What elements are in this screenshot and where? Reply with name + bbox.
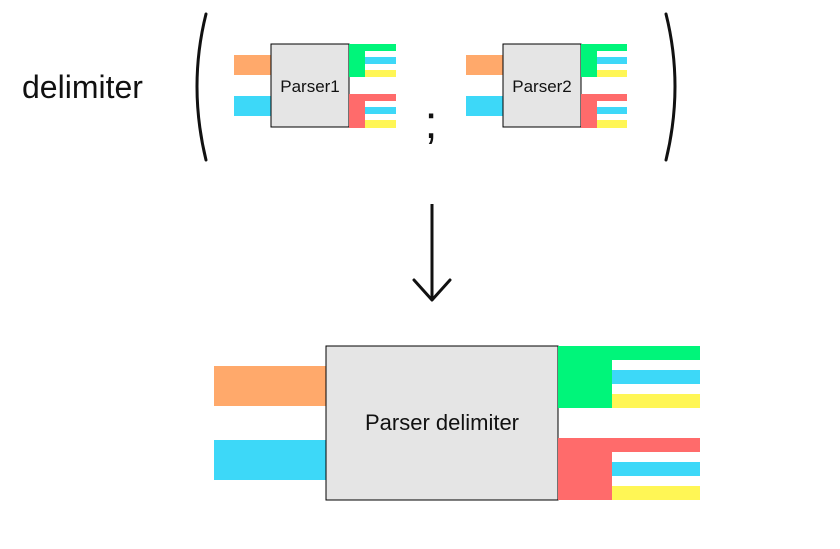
parser2-label: Parser2: [512, 77, 572, 96]
parser1-output-ok: [349, 44, 396, 77]
open-parenthesis: [195, 12, 208, 162]
result-input-top: [214, 366, 327, 406]
result-output-err: [558, 438, 700, 500]
result-label: Parser delimiter: [365, 410, 519, 435]
result-output-ok: [558, 346, 700, 408]
parser1-input-top: [234, 55, 272, 75]
parser1-group: Parser1: [234, 43, 396, 128]
close-parenthesis: [664, 12, 677, 162]
delimiter-label: delimiter: [22, 69, 143, 105]
parser2-group: Parser2: [466, 43, 627, 128]
result-box: [325, 345, 559, 501]
parser2-output-ok: [581, 44, 627, 77]
parser1-output-err: [349, 94, 396, 128]
result-input-bottom: [214, 440, 327, 480]
result-parser-group: Parser delimiter: [214, 345, 700, 501]
parser1-box: [270, 43, 350, 128]
parser2-output-err: [581, 94, 627, 128]
parser1-label: Parser1: [280, 77, 340, 96]
parser1-input-bottom: [234, 96, 272, 116]
parser2-input-bottom: [466, 96, 504, 116]
down-arrow-icon: [412, 204, 452, 302]
parser2-box: [502, 43, 582, 128]
parser2-input-top: [466, 55, 504, 75]
separator-semicolon: ;: [425, 96, 438, 148]
